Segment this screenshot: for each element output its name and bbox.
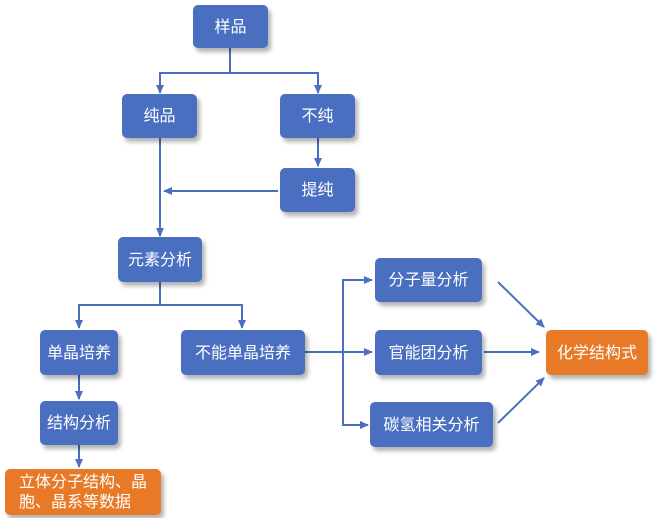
node-molecular-weight-analysis: 分子量分析 (375, 258, 482, 302)
node-structure-analysis-label: 结构分析 (46, 413, 111, 432)
node-sample: 样品 (193, 5, 268, 48)
node-purify-label: 提纯 (301, 180, 334, 199)
node-chemical-structure: 化学结构式 (546, 330, 648, 375)
node-no-single-crystal-growth-label: 不能单晶培养 (194, 342, 291, 362)
node-single-crystal-growth: 单晶培养 (40, 330, 118, 375)
node-ch-correlation-analysis-label: 碳氢相关分析 (383, 414, 480, 434)
node-chemical-structure-label: 化学结构式 (556, 342, 637, 362)
node-purify: 提纯 (280, 168, 355, 212)
node-sample-label: 样品 (214, 16, 247, 36)
edge-molecular-to-chemical (497, 281, 545, 328)
edge-sample-to-impure (230, 72, 322, 94)
node-elemental-analysis-label: 元素分析 (127, 249, 192, 269)
node-pure-label: 纯品 (143, 106, 176, 125)
node-ch-correlation-analysis: 碳氢相关分析 (370, 402, 493, 447)
node-elemental-analysis: 元素分析 (118, 237, 202, 282)
node-functional-group-analysis: 官能团分析 (375, 330, 482, 375)
node-single-crystal-growth-label: 单晶培养 (46, 342, 111, 362)
edge-sample-to-pure (156, 48, 231, 94)
node-no-single-crystal-growth: 不能单晶培养 (181, 330, 305, 375)
node-functional-group-analysis-label: 官能团分析 (388, 342, 469, 362)
node-impure-label: 不纯 (301, 106, 334, 125)
node-structure-analysis: 结构分析 (40, 401, 118, 445)
edge-elemental-to-nosingle (160, 304, 246, 329)
node-impure: 不纯 (280, 94, 355, 138)
node-structure-result-label: 立体分子结构、晶 胞、晶系等数据 (18, 472, 147, 511)
node-pure: 纯品 (122, 94, 197, 138)
node-structure-result: 立体分子结构、晶 胞、晶系等数据 (5, 469, 161, 515)
edge-nosingle-to-ch (342, 352, 369, 429)
edge-nosingle-to-molecular (342, 276, 373, 352)
node-molecular-weight-analysis-label: 分子量分析 (388, 270, 469, 289)
edge-ch-to-chemical (497, 377, 545, 424)
edge-elemental-to-single (75, 282, 161, 329)
